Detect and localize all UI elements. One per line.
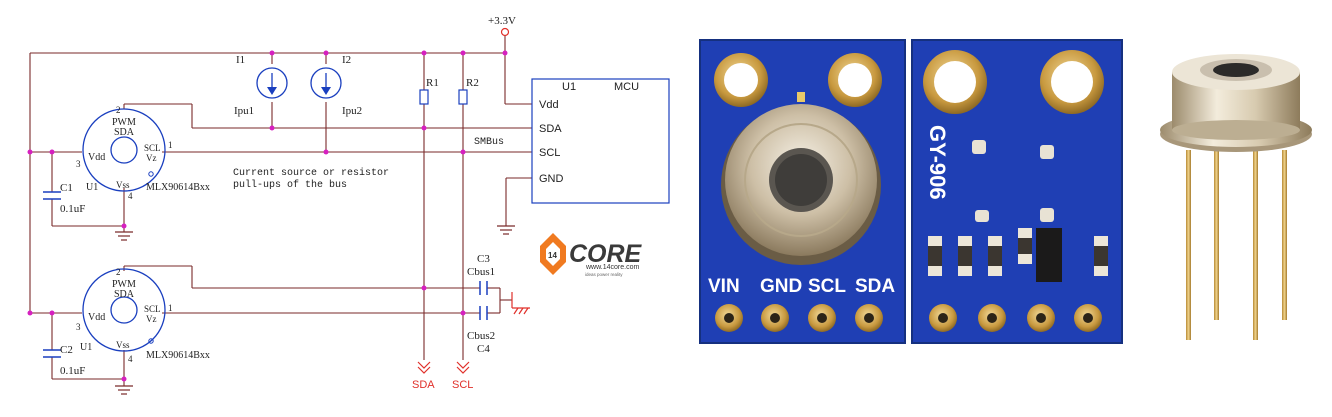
sensor-lead [1282, 150, 1287, 320]
schematic [29, 36, 532, 386]
pin-number: 4 [128, 191, 133, 201]
sensor-ref: U1 [86, 182, 98, 193]
resistor-r1: R1 [419, 77, 439, 105]
output-scl: SCL [452, 361, 473, 391]
resistor-label: R2 [466, 77, 479, 89]
cap-ref: C3 [477, 253, 490, 265]
supply-terminal [500, 27, 510, 37]
mcu-pin: SDA [539, 123, 562, 135]
output-sda: SDA [412, 361, 435, 391]
mcu-ref: U1 [562, 81, 576, 93]
bus-label: SMBus [474, 137, 504, 148]
logo-tagline: ideas power reality [585, 272, 623, 277]
resistor-r2: R2 [458, 77, 479, 105]
sensor-pin-label: SCL [144, 143, 161, 153]
module-pin-label: SCL [808, 276, 846, 297]
current-source-i2: I2 Ipu2 [310, 54, 362, 117]
sensor-pin-label: Vdd [88, 152, 105, 163]
core-logo: 14 CORE www.14core.com ideas power reali… [540, 233, 643, 277]
capacitor-c4: Cbus2 C4 [467, 306, 495, 355]
cap-value: 0.1uF [60, 365, 85, 377]
current-source-i1: I1 Ipu1 [234, 54, 288, 117]
sensor-2: PWM SDA Vdd SCL Vz U1 Vss MLX90614Bxx 2 … [43, 267, 210, 395]
note-line-2: pull-ups of the bus [233, 179, 347, 191]
pin-number: 4 [128, 354, 133, 364]
arrow-down-icon [321, 87, 331, 95]
module-pin-label: GND [760, 276, 802, 297]
supply-label: +3.3V [488, 15, 516, 27]
chassis-ground-icon [511, 292, 530, 315]
junction-dots [27, 50, 508, 382]
sensor-can-photo [1160, 54, 1312, 340]
note-line-1: Current source or resistor [233, 167, 389, 179]
pin-number: 2 [116, 267, 121, 277]
regulator-chip [1036, 228, 1062, 282]
sensor-lead [1214, 150, 1219, 320]
pin-number: 1 [168, 140, 173, 150]
sensor-pin-label: SDA [114, 127, 135, 138]
sensor-lead [1253, 150, 1258, 340]
capacitor-c3: C3 Cbus1 [467, 253, 495, 295]
logo-text: CORE [569, 240, 643, 268]
capacitor-c2: C2 0.1uF [43, 344, 85, 377]
cap-value: 0.1uF [60, 203, 85, 215]
pin-number: 2 [116, 105, 121, 115]
sensor-pin-label: PWM [112, 117, 136, 128]
mcu-pin: SCL [539, 147, 560, 159]
sensor-part: MLX90614Bxx [146, 350, 210, 361]
ground-icon [497, 225, 515, 235]
current-source-ref: I2 [342, 54, 351, 66]
cap-ref: C1 [60, 182, 73, 194]
module-back-photo: GY-906 [911, 39, 1123, 344]
sensor-pin-label: Vz [146, 153, 157, 163]
mcu-block: U1 MCU Vdd SDA SCL GND [531, 78, 670, 204]
current-source-name: Ipu2 [342, 105, 362, 117]
sensor-part: MLX90614Bxx [146, 182, 210, 193]
pin-number: 3 [76, 159, 81, 169]
sensor-pin-label: SDA [114, 289, 135, 300]
current-source-name: Ipu1 [234, 105, 254, 117]
pin-number: 1 [168, 303, 173, 313]
output-label: SDA [412, 379, 435, 391]
arrow-down-icon [267, 87, 277, 95]
module-front-photo: VIN GND SCL SDA [699, 39, 906, 344]
cap-ref: C2 [60, 344, 73, 356]
mcu-name: MCU [614, 81, 639, 93]
cap-name: Cbus1 [467, 266, 495, 278]
sensor-pin-label: SCL [144, 304, 161, 314]
ground-icon [115, 231, 133, 241]
sensor-ref: U1 [80, 342, 92, 353]
sensor-pin-label: Vz [146, 314, 157, 324]
pin-number: 3 [76, 322, 81, 332]
capacitor-c1: C1 0.1uF [43, 182, 85, 215]
module-pin-label: SDA [855, 276, 895, 297]
cap-name: Cbus2 [467, 330, 495, 342]
resistor-label: R1 [426, 77, 439, 89]
sensor-pin-label: PWM [112, 279, 136, 290]
mcu-pin: Vdd [539, 99, 559, 111]
sensor-window [1213, 63, 1259, 77]
sensor-1: PWM SDA Vdd SCL Vz U1 Vss MLX90614Bxx 2 … [43, 105, 210, 241]
mcu-pin: GND [539, 173, 564, 185]
sensor-pin-label: Vdd [88, 312, 105, 323]
cap-ref: C4 [477, 343, 490, 355]
sensor-pin-label: Vss [116, 340, 130, 350]
module-label: GY-906 [925, 125, 950, 200]
sensor-window [775, 154, 827, 206]
logo-url: www.14core.com [585, 264, 639, 271]
logo-glyph: 14 [548, 251, 557, 260]
module-pin-label: VIN [708, 276, 740, 297]
sensor-pin-label: Vss [116, 180, 130, 190]
ground-icon [115, 385, 133, 395]
sensor-lead [1186, 150, 1191, 340]
output-label: SCL [452, 379, 473, 391]
smd-components [928, 228, 1108, 282]
current-source-ref: I1 [236, 54, 245, 66]
